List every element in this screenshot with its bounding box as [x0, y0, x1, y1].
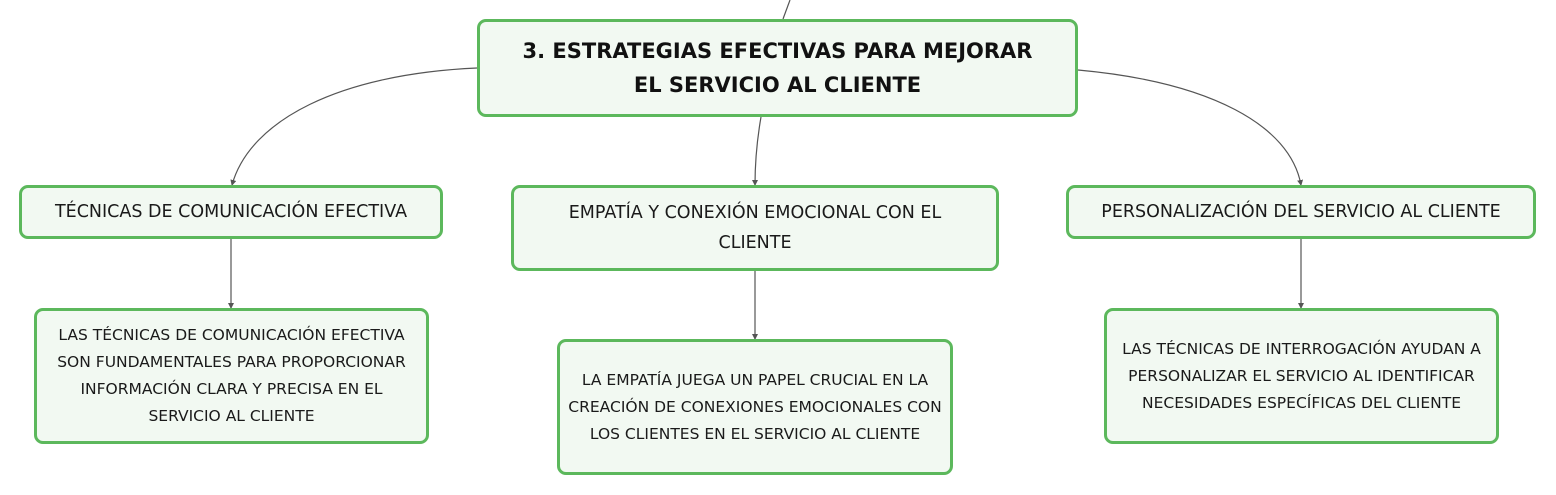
- connector-parent-to-root: [782, 0, 791, 20]
- branch-node-empatia-label: EMPATÍA Y CONEXIÓN EMOCIONAL CON EL CLIE…: [568, 203, 942, 253]
- branch-node-personalizacion[interactable]: PERSONALIZACIÓN DEL SERVICIO AL CLIENTE: [1066, 185, 1536, 239]
- connector-root-to-left: [230, 67, 478, 186]
- detail-node-comunicacion-text: LAS TÉCNICAS DE COMUNICACIÓN EFECTIVA SO…: [57, 326, 406, 425]
- detail-node-empatia[interactable]: LA EMPATÍA JUEGA UN PAPEL CRUCIAL EN LA …: [557, 339, 953, 475]
- branch-node-empatia[interactable]: EMPATÍA Y CONEXIÓN EMOCIONAL CON EL CLIE…: [511, 185, 999, 271]
- detail-node-comunicacion[interactable]: LAS TÉCNICAS DE COMUNICACIÓN EFECTIVA SO…: [34, 308, 429, 444]
- branch-node-comunicacion[interactable]: TÉCNICAS DE COMUNICACIÓN EFECTIVA: [19, 185, 443, 239]
- branch-node-personalizacion-label: PERSONALIZACIÓN DEL SERVICIO AL CLIENTE: [1101, 202, 1501, 222]
- root-node[interactable]: 3. ESTRATEGIAS EFECTIVAS PARA MEJORAR EL…: [477, 19, 1078, 117]
- detail-node-empatia-text: LA EMPATÍA JUEGA UN PAPEL CRUCIAL EN LA …: [568, 370, 942, 443]
- connector-root-to-right: [1077, 69, 1304, 186]
- root-node-label: 3. ESTRATEGIAS EFECTIVAS PARA MEJORAR EL…: [522, 39, 1033, 97]
- detail-node-personalizacion-text: LAS TÉCNICAS DE INTERROGACIÓN AYUDAN A P…: [1122, 339, 1481, 412]
- connector-root-to-mid: [752, 116, 762, 186]
- detail-node-personalizacion[interactable]: LAS TÉCNICAS DE INTERROGACIÓN AYUDAN A P…: [1104, 308, 1499, 444]
- branch-node-comunicacion-label: TÉCNICAS DE COMUNICACIÓN EFECTIVA: [54, 202, 408, 222]
